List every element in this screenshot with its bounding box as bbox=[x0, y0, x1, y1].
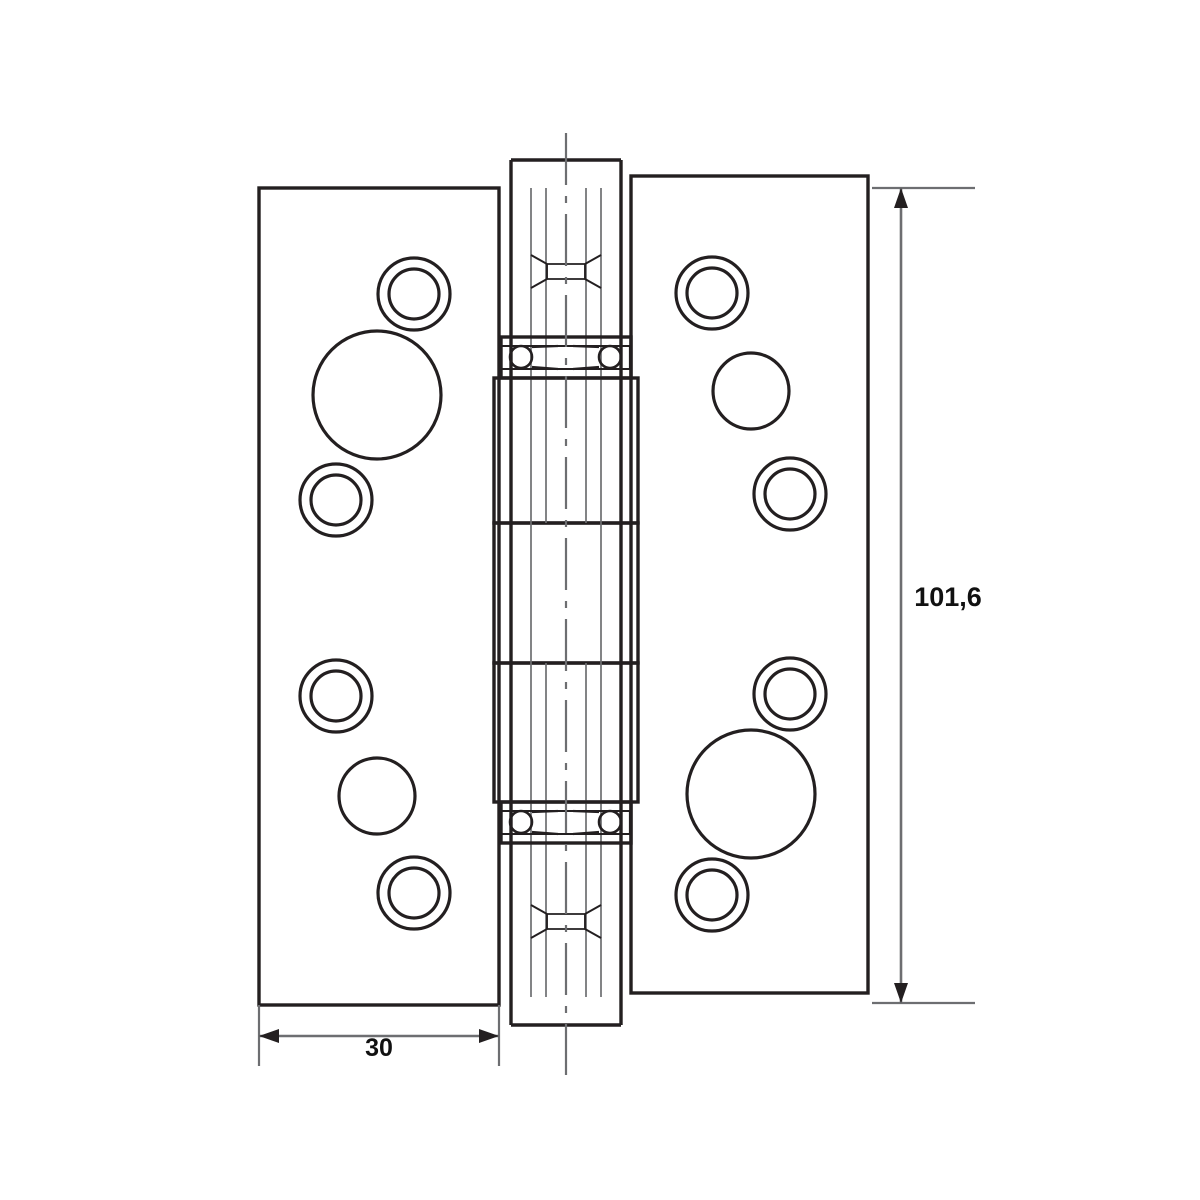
hole-right-4-inner bbox=[763, 667, 817, 721]
lower-ball-bearing-race-shoulder-right-top bbox=[572, 809, 600, 814]
hole-left-4-inner bbox=[309, 669, 363, 723]
hole-left-4-outer bbox=[298, 658, 374, 734]
upper-ball-bearing-race-shoulder-right-bot bbox=[572, 365, 600, 371]
lower-pin-waist-flare-br bbox=[584, 928, 602, 939]
lower-ball-bearing-race-ball-left bbox=[508, 809, 534, 835]
upper-ball-bearing-race-ball-right bbox=[597, 344, 623, 370]
dimension-annotations-group bbox=[257, 186, 975, 1066]
hole-left-5-outer bbox=[337, 756, 417, 836]
hole-left-2-outer bbox=[311, 329, 443, 461]
upper-ball-bearing-race-shoulder-left-bot bbox=[531, 365, 559, 371]
hole-left-3-inner bbox=[309, 473, 363, 527]
upper-pin-waist-flare-tr bbox=[584, 254, 602, 265]
fixing-holes-group bbox=[298, 255, 828, 933]
hole-left-1-inner bbox=[387, 267, 441, 321]
hole-right-1-outer bbox=[674, 255, 750, 331]
lower-ball-bearing-race-ball-right bbox=[597, 809, 623, 835]
upper-pin-waist-flare-br bbox=[584, 278, 602, 289]
hinge-leaves-group bbox=[257, 174, 870, 1007]
lower-ball-bearing-race-shoulder-left-bot bbox=[531, 830, 559, 836]
hole-left-1-outer bbox=[376, 256, 452, 332]
lower-pin-waist-flare-tr bbox=[584, 904, 602, 915]
hole-right-6-outer bbox=[674, 857, 750, 933]
lower-pin-waist-flare-tl bbox=[530, 904, 548, 915]
width-dimension-label: 30 bbox=[365, 1034, 393, 1062]
lower-ball-bearing-race-shoulder-left-top bbox=[531, 809, 559, 814]
hole-right-3-inner bbox=[763, 467, 817, 521]
width-arrow-left bbox=[259, 1029, 279, 1043]
hole-left-6-outer bbox=[376, 855, 452, 931]
height-dimension-label: 101,6 bbox=[914, 582, 982, 612]
hole-right-4-outer bbox=[752, 656, 828, 732]
upper-ball-bearing-race-shoulder-right-top bbox=[572, 344, 600, 349]
height-arrow-bottom bbox=[894, 983, 908, 1003]
hole-right-3-outer bbox=[752, 456, 828, 532]
hole-right-2-outer bbox=[711, 351, 791, 431]
hole-right-1-inner bbox=[685, 266, 739, 320]
upper-pin-waist-flare-bl bbox=[530, 278, 548, 289]
hole-left-3-outer bbox=[298, 462, 374, 538]
left-hinge-leaf bbox=[257, 186, 501, 1007]
upper-pin-waist-flare-tl bbox=[530, 254, 548, 265]
upper-ball-bearing-race-ball-left bbox=[508, 344, 534, 370]
hole-right-6-inner bbox=[685, 868, 739, 922]
width-arrow-right bbox=[479, 1029, 499, 1043]
lower-pin-waist-flare-bl bbox=[530, 928, 548, 939]
height-arrow-top bbox=[894, 188, 908, 208]
upper-ball-bearing-race-shoulder-left-top bbox=[531, 344, 559, 349]
right-hinge-leaf bbox=[629, 174, 870, 995]
hole-right-5-outer bbox=[685, 728, 817, 860]
hole-left-6-inner bbox=[387, 866, 441, 920]
lower-ball-bearing-race-shoulder-right-bot bbox=[572, 830, 600, 836]
